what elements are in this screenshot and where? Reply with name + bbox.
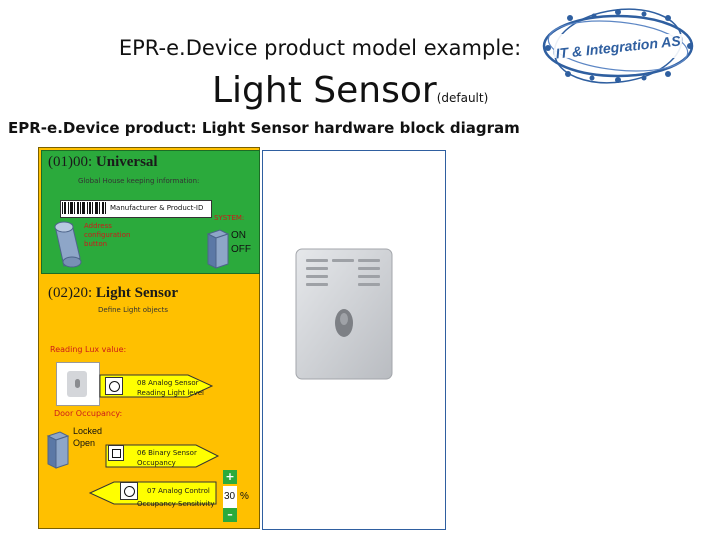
- binary-sensor-arrow: [105, 444, 220, 468]
- power-switch-icon[interactable]: [206, 228, 230, 270]
- sensitivity-unit: %: [240, 491, 249, 502]
- analog-control-title: 07 Analog Control: [147, 487, 210, 495]
- open-label: Open: [73, 438, 96, 448]
- address-button-label: Address configuration button: [84, 222, 131, 248]
- sensor-thumbnail: [56, 362, 100, 406]
- analog-control-desc: Occupancy Sensitivity: [137, 500, 215, 508]
- analog-sensor-title: 08 Analog Sensor: [137, 379, 199, 387]
- page-title: Light Sensor(default): [212, 70, 488, 111]
- locked-label: Locked: [73, 426, 103, 436]
- system-label: SYSTEM:: [214, 214, 245, 222]
- company-logo: IT & Integration AS: [542, 8, 694, 84]
- increase-button[interactable]: +: [223, 470, 237, 484]
- diagram-subtitle: EPR-e.Device product: Light Sensor hardw…: [8, 119, 520, 137]
- analog-sensor-arrow: [99, 374, 214, 398]
- title-line-1: EPR-e.Device product model example:: [118, 36, 522, 60]
- binary-sensor-title: 06 Binary Sensor: [137, 449, 197, 457]
- switch-on-label: ON: [231, 230, 246, 241]
- door-label: Door Occupancy:: [54, 409, 123, 418]
- housekeeping-label: Global House keeping information:: [78, 177, 200, 185]
- control-knob-icon[interactable]: [120, 482, 138, 500]
- define-objects-label: Define Light objects: [98, 306, 168, 314]
- universal-heading: (01)00: Universal: [48, 154, 158, 170]
- light-sensor-heading: (02)20: Light Sensor: [48, 285, 179, 301]
- barcode-icon: [62, 202, 106, 214]
- reading-label: Reading Lux value:: [50, 345, 127, 354]
- sensor-knob-icon[interactable]: [105, 377, 123, 395]
- sensitivity-value: 30: [224, 491, 236, 502]
- analog-sensor-desc: Reading Light level: [137, 389, 204, 397]
- address-button-icon[interactable]: [52, 220, 84, 272]
- title-suffix: (default): [436, 91, 489, 105]
- switch-off-label: OFF: [231, 244, 251, 255]
- binary-sensor-icon[interactable]: [108, 445, 124, 461]
- value-box: [223, 486, 237, 510]
- title-main: Light Sensor: [212, 70, 437, 111]
- door-switch-icon[interactable]: [46, 430, 70, 470]
- light-sensor-device-image: [295, 248, 393, 380]
- decrease-button[interactable]: –: [223, 508, 237, 522]
- manufacturer-label: Manufacturer & Product-ID: [110, 204, 204, 212]
- binary-sensor-desc: Occupancy: [137, 459, 176, 467]
